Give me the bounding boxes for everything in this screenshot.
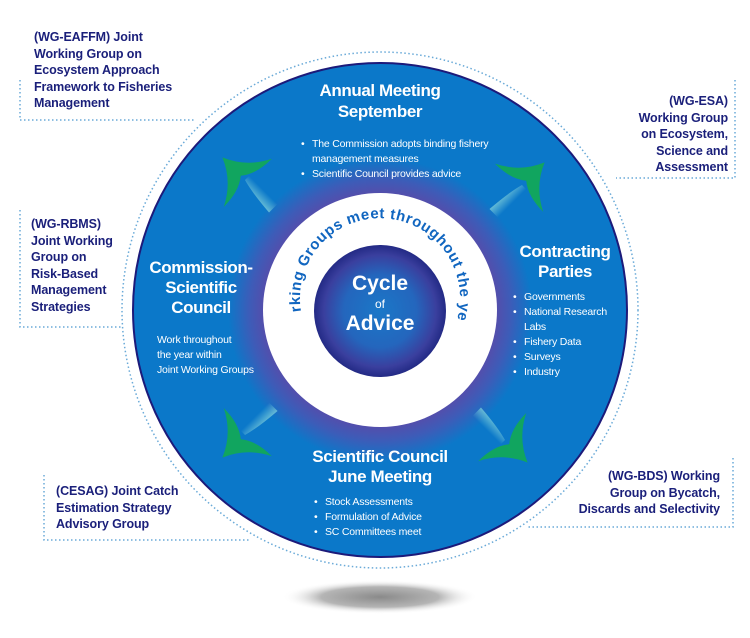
- wg-esa-line: (WG-ESA): [669, 94, 728, 108]
- commission-desc-line3: Joint Working Groups: [157, 364, 254, 376]
- center-line-3: Advice: [345, 312, 415, 335]
- wg-esa-line: Science and: [656, 143, 728, 158]
- wg-rbms-line: (WG-RBMS): [31, 217, 101, 231]
- center-line-1: Cycle: [351, 272, 409, 295]
- dotted-outer-circle: [121, 51, 639, 569]
- annual-title-line1: Annual Meeting: [319, 81, 441, 100]
- wg-eaffm-label: (WG-EAFFM) Joint Working Group on Ecosys…: [34, 29, 224, 112]
- commission-council-title: Commission- Scientific Council: [146, 258, 256, 318]
- june-meeting-title: Scientific Council June Meeting: [290, 447, 470, 487]
- wg-cesag-line: (CESAG) Joint Catch: [56, 484, 179, 498]
- june-item: Formulation of Advice: [314, 510, 464, 525]
- center-line-2: of: [374, 297, 385, 311]
- inner-circle: [314, 245, 446, 377]
- contracting-item: Industry: [513, 365, 613, 380]
- connector-esa: [616, 80, 736, 179]
- wg-cesag-line: Estimation Strategy: [56, 500, 172, 515]
- commission-title-line2: Scientific: [165, 278, 237, 297]
- wg-eaffm-line: Ecosystem Approach: [34, 63, 160, 77]
- connector-eaffm: [19, 80, 196, 121]
- wg-rbms-line: Strategies: [31, 299, 91, 314]
- june-meeting-list: Stock Assessments Formulation of Advice …: [314, 495, 464, 540]
- contracting-title-line2: Parties: [538, 262, 592, 281]
- dotted-connectors: [19, 51, 736, 569]
- contracting-parties-list: Governments National Research Labs Fishe…: [513, 290, 613, 380]
- annual-title-line2: September: [337, 102, 423, 121]
- curved-arrow-bottom-right-icon: [472, 407, 528, 463]
- june-title-line1: Scientific Council: [312, 447, 448, 466]
- wg-rbms-line: Risk-Based: [31, 266, 99, 281]
- annual-meeting-title: Annual Meeting September: [290, 80, 470, 122]
- connector-cesag: [43, 475, 250, 541]
- connector-bds: [528, 458, 734, 528]
- connector-rbms: [19, 210, 122, 328]
- wg-bds-label: (WG-BDS) Working Group on Bycatch, Disca…: [560, 468, 721, 518]
- contracting-item: Fishery Data: [513, 335, 613, 350]
- june-item: Stock Assessments: [314, 495, 464, 510]
- june-item: SC Committees meet: [314, 525, 464, 540]
- commission-desc-line1: Work throughout: [157, 334, 232, 346]
- wg-eaffm-line: (WG-EAFFM) Joint: [34, 30, 143, 44]
- wg-bds-line: (WG-BDS) Working: [607, 469, 720, 483]
- wg-eaffm-line: Framework to Fisheries: [34, 79, 173, 94]
- contracting-parties-title: Contracting Parties: [505, 242, 625, 282]
- commission-desc-line2: the year within: [157, 349, 222, 361]
- wg-cesag-line: Advisory Group: [56, 517, 150, 531]
- annual-meeting-list: The Commission adopts binding fishery ma…: [301, 137, 491, 182]
- wg-rbms-label: (WG-RBMS) Joint Working Group on Risk-Ba…: [31, 216, 131, 315]
- wg-rbms-line: Joint Working: [31, 233, 113, 248]
- annual-item: The Commission adopts binding fishery ma…: [301, 137, 491, 167]
- annual-item: Scientific Council provides advice: [301, 167, 491, 182]
- commission-council-desc: Work throughout the year within Joint Wo…: [157, 333, 277, 378]
- center-title: Cycle of Advice: [330, 272, 430, 336]
- wg-rbms-line: Group on: [31, 250, 87, 264]
- wg-esa-label: (WG-ESA) Working Group on Ecosystem, Sci…: [610, 93, 729, 176]
- curved-arrow-top-left-icon: [222, 157, 278, 213]
- wg-esa-line: on Ecosystem,: [641, 127, 728, 141]
- wg-esa-line: Working Group: [638, 110, 729, 125]
- drop-shadow: [282, 580, 478, 614]
- commission-title-line1: Commission-: [149, 258, 253, 277]
- contracting-item: Governments: [513, 290, 613, 305]
- contracting-item: Surveys: [513, 350, 613, 365]
- wg-bds-line: Group on Bycatch,: [609, 485, 720, 500]
- contracting-title-line1: Contracting: [519, 242, 611, 261]
- wg-eaffm-line: Working Group on: [34, 46, 142, 61]
- contracting-item: National Research Labs: [513, 305, 613, 335]
- june-title-line2: June Meeting: [328, 467, 432, 486]
- wg-esa-line: Assessment: [655, 160, 728, 174]
- wg-eaffm-line: Management: [34, 96, 110, 110]
- curved-arrow-top-right-icon: [489, 162, 545, 218]
- wg-rbms-line: Management: [31, 283, 107, 297]
- wg-bds-line: Discards and Selectivity: [578, 502, 721, 516]
- wg-cesag-label: (CESAG) Joint Catch Estimation Strategy …: [56, 483, 206, 533]
- curved-arrow-bottom-left-icon: [222, 402, 278, 458]
- commission-title-line3: Council: [171, 298, 231, 317]
